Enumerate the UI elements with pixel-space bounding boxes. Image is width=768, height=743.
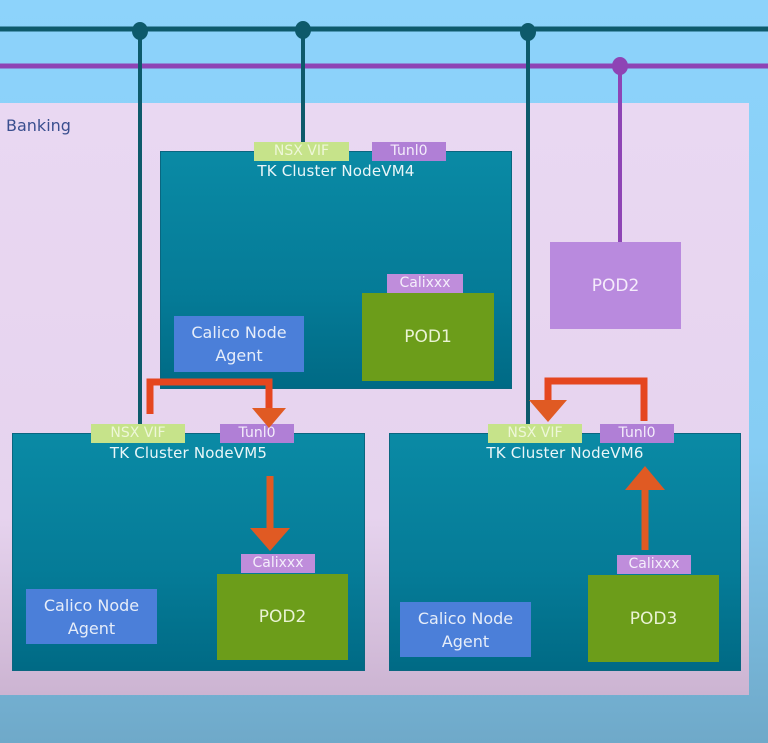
- pod2[interactable]: POD2: [217, 574, 348, 660]
- calico-node-agent[interactable]: Calico Node Agent: [400, 602, 531, 657]
- vm4-junction: [295, 21, 311, 39]
- pod2-junction: [612, 57, 628, 75]
- agent-label-line2: Agent: [215, 346, 263, 365]
- tunl0-interface[interactable]: Tunl0: [220, 424, 294, 443]
- pod3[interactable]: POD3: [588, 575, 719, 662]
- agent-label-line1: Calico Node: [43, 595, 140, 615]
- vm-title: TK Cluster NodeVM5: [109, 444, 268, 462]
- agent-label-line2: Agent: [441, 631, 490, 651]
- tunl0-interface[interactable]: Tunl0: [600, 424, 674, 443]
- pod2-standalone[interactable]: POD2: [550, 242, 681, 329]
- calixxx-interface[interactable]: Calixxx: [617, 555, 691, 574]
- vm-nodevm5[interactable]: TK Cluster NodeVM5 Calico Node Agent Cal…: [12, 433, 365, 671]
- agent-label-line1: Calico Node: [191, 323, 287, 342]
- vm6-junction: [520, 23, 536, 41]
- nsx-vif-interface[interactable]: NSX VIF: [254, 142, 349, 161]
- nsx-vif-interface[interactable]: NSX VIF: [91, 424, 185, 443]
- vm-title: TK Cluster NodeVM4: [257, 162, 415, 180]
- vm-nodevm6[interactable]: TK Cluster NodeVM6 Calico Node Agent Cal…: [389, 433, 741, 671]
- zone-label: Banking: [6, 116, 71, 135]
- pod1[interactable]: POD1: [362, 293, 494, 381]
- nsx-vif-interface[interactable]: NSX VIF: [488, 424, 582, 443]
- calico-node-agent[interactable]: Calico Node Agent: [26, 589, 157, 644]
- calixxx-interface[interactable]: Calixxx: [387, 274, 463, 293]
- vm5-junction: [132, 22, 148, 40]
- vm-nodevm4[interactable]: TK Cluster NodeVM4 Calico Node Agent Cal…: [160, 151, 512, 389]
- calico-node-agent[interactable]: Calico Node Agent: [174, 316, 304, 372]
- agent-label-line1: Calico Node: [417, 608, 514, 628]
- calixxx-interface[interactable]: Calixxx: [241, 554, 315, 573]
- agent-label-line2: Agent: [67, 618, 116, 638]
- tunl0-interface[interactable]: Tunl0: [372, 142, 446, 161]
- vm-title: TK Cluster NodeVM6: [486, 444, 644, 462]
